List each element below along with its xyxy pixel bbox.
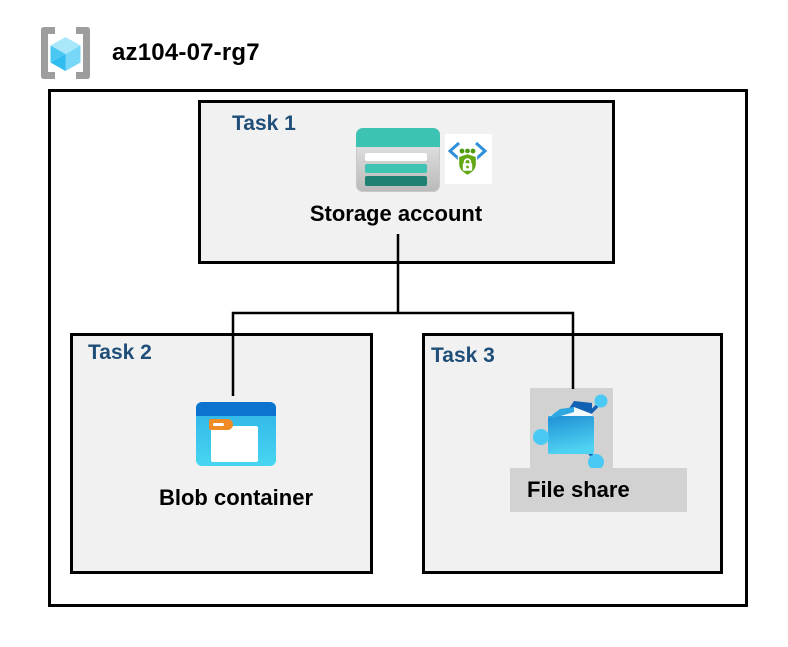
blob-icon-folder [211,426,258,462]
task1-box: Task 1 Storage account [198,100,615,264]
blob-icon-title-bar [196,402,276,416]
resource-group-header: az104-07-rg7 [36,24,260,82]
sas-security-icon [445,134,492,184]
task3-label: Task 3 [431,344,495,367]
task2-label: Task 2 [88,341,152,364]
resource-group-icon [41,27,90,79]
file-share-label-box: File share [510,468,687,512]
resource-group-name: az104-07-rg7 [112,39,260,66]
blob-container-label: Blob container [158,485,314,510]
storage-account-label: Storage account [309,201,483,226]
file-share-label: File share [527,477,630,502]
blob-icon-folder-tab [209,419,233,430]
blob-container-icon [196,402,276,466]
file-share-icon [533,394,608,470]
task1-label: Task 1 [232,112,296,135]
task2-box: Task 2 Blob container [70,333,373,574]
storage-icon-header-band [356,128,440,147]
task3-box: Task 3 File share [422,333,723,574]
storage-account-icon [356,128,440,192]
